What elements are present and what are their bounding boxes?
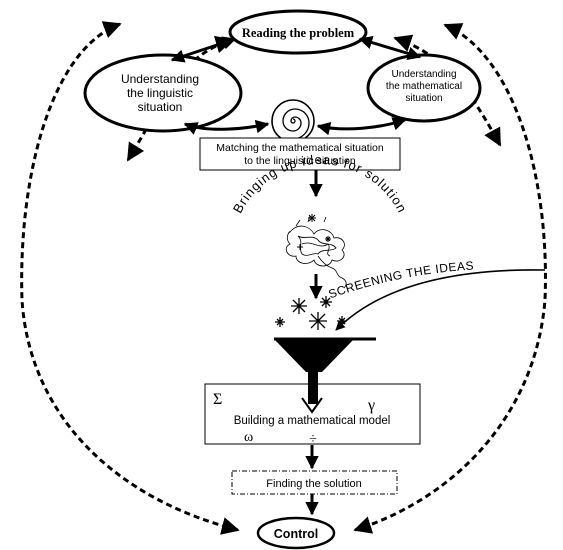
arrow-reading-mathematical bbox=[358, 36, 422, 60]
finding-solution-box bbox=[231, 470, 398, 495]
matching-box bbox=[199, 137, 401, 171]
mathematical-situation-line3: situation bbox=[405, 93, 442, 104]
gamma-symbol: γ bbox=[367, 397, 375, 414]
ideas-scribble-icon bbox=[285, 215, 347, 289]
funnel-check-mark bbox=[301, 397, 323, 414]
linguistic-situation-ellipse bbox=[83, 53, 243, 133]
building-model-label: Building a mathematical model bbox=[234, 415, 391, 427]
spiral-icon bbox=[271, 99, 315, 143]
reading-problem-label: Reading the problem bbox=[242, 26, 355, 40]
arrow-reading-linguistic bbox=[170, 36, 237, 63]
control-ellipse bbox=[256, 516, 336, 550]
reading-problem-ellipse bbox=[228, 9, 368, 55]
linguistic-situation-line1: Understanding bbox=[121, 72, 199, 86]
linguistic-situation-line3: situation bbox=[138, 100, 183, 114]
mathematical-situation-line2: the mathematical bbox=[386, 81, 462, 92]
matching-line1: Matching the mathematical situation bbox=[216, 142, 384, 154]
ideas-stars-icon bbox=[297, 214, 331, 250]
divide-symbol: ÷ bbox=[309, 432, 317, 447]
matching-line2: to the linguistic situation bbox=[244, 155, 356, 167]
control-label: Control bbox=[274, 527, 318, 541]
arrow-linguistic-spiral bbox=[183, 119, 270, 135]
linguistic-situation-line2: the linguistic bbox=[127, 86, 193, 100]
arrow-spiral-mathematical bbox=[316, 117, 407, 136]
screening-ideas-label: SCREENING THE IDEAS bbox=[327, 258, 475, 301]
arrow-screening-funnel bbox=[335, 269, 546, 331]
mathematical-situation-ellipse bbox=[366, 53, 482, 123]
finding-solution-label: Finding the solution bbox=[266, 478, 361, 490]
mathematical-situation-line1: Understanding bbox=[391, 69, 456, 80]
omega-symbol: ω bbox=[244, 430, 253, 445]
sigma-symbol: Σ bbox=[213, 391, 222, 408]
screened-stars-icon bbox=[275, 296, 347, 330]
